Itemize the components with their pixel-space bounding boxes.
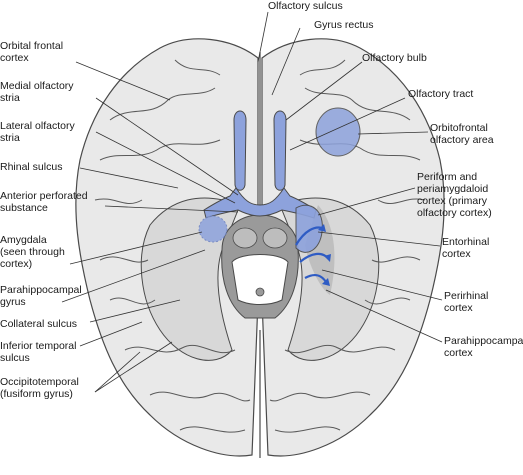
right-piriform-area — [295, 204, 323, 253]
label-orbital-frontal-cortex: Orbital frontal cortex — [0, 40, 64, 64]
label-collateral-sulcus: Collateral sulcus — [0, 318, 78, 330]
right-olfactory-bulb-tract — [273, 110, 287, 191]
label-lateral-olfactory-stria: Lateral olfactory stria — [0, 120, 75, 144]
label-rhinal-sulcus: Rhinal sulcus — [0, 161, 63, 173]
label-medial-olfactory-stria: Medial olfactory stria — [0, 80, 74, 104]
pons-left — [232, 227, 258, 249]
orbitofrontal-olfactory-area — [315, 107, 361, 157]
label-parahippocampal-cortex: Parahippocampal cortex — [444, 335, 523, 359]
label-entorhinal-cortex: Entorhinal cortex — [442, 236, 490, 260]
cerebral-peduncle — [231, 254, 289, 305]
label-gyrus-rectus: Gyrus rectus — [314, 19, 374, 31]
label-periform-cortex: Periform and periamygdaloid cortex (prim… — [417, 171, 492, 219]
label-anterior-perforated-substance: Anterior perforated substance — [0, 190, 88, 214]
label-olfactory-bulb: Olfactory bulb — [362, 52, 427, 64]
amygdala-area — [198, 215, 228, 243]
pons-right — [262, 227, 288, 249]
label-parahippocampal-gyrus: Parahippocampal gyrus — [0, 284, 82, 308]
label-amygdala: Amygdala (seen through cortex) — [0, 234, 65, 270]
leader-lines — [61, 11, 443, 393]
left-olfactory-bulb-tract — [233, 110, 247, 191]
olfactory-system — [198, 107, 361, 253]
label-occipitotemporal: Occipitotemporal (fusiform gyrus) — [0, 376, 79, 400]
label-olfactory-tract: Olfactory tract — [408, 88, 474, 100]
gyri-lines — [94, 59, 426, 433]
label-perirhinal-cortex: Perirhinal cortex — [444, 290, 489, 314]
arrow-heads — [318, 224, 331, 286]
label-olfactory-sulcus: Olfactory sulcus — [268, 0, 343, 12]
aqueduct — [255, 287, 265, 297]
label-inferior-temporal-sulcus: Inferior temporal sulcus — [0, 340, 77, 364]
label-orbitofrontal-olfactory-area: Orbitofrontal olfactory area — [430, 122, 494, 146]
